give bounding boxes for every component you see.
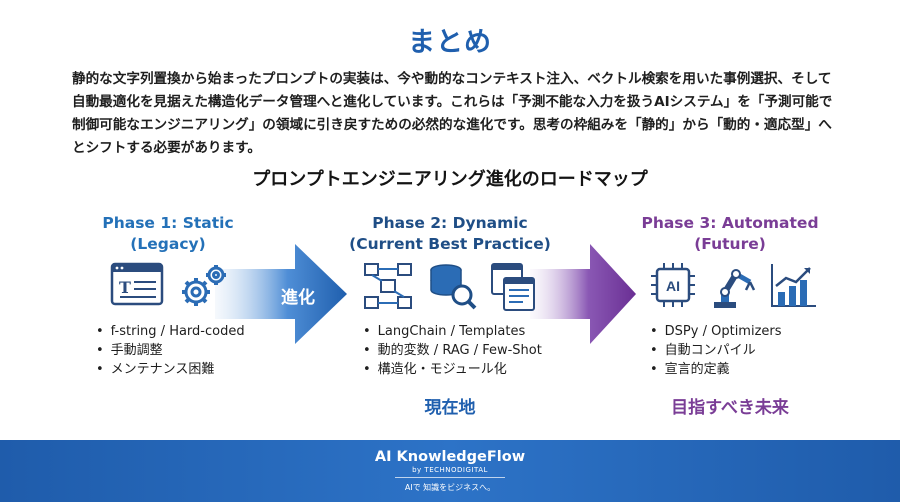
evolution-arrow-2: [530, 244, 636, 344]
list-item: 宣言的定義: [650, 360, 782, 379]
phase-2-features: LangChain / Templates 動的変数 / RAG / Few-S…: [363, 322, 542, 379]
phase-2-subtitle: (Current Best Practice): [349, 235, 551, 253]
brand-name: AI KnowledgeFlow: [374, 449, 526, 465]
svg-text:AI: AI: [666, 278, 680, 294]
evolution-arrow-1: [215, 244, 347, 344]
list-item: 構造化・モジュール化: [363, 360, 542, 379]
list-item: LangChain / Templates: [363, 322, 542, 341]
ai-chip-icon: AI: [651, 263, 695, 307]
page-title: まとめ: [408, 27, 492, 58]
gears-icon: [182, 265, 226, 306]
phase-1-subtitle: (Legacy): [130, 235, 206, 253]
phase-3-title: Phase 3: Automated: [641, 214, 819, 232]
text-editor-icon: T: [110, 262, 164, 306]
growth-chart-icon: [771, 264, 816, 307]
footer-banner: AI KnowledgeFlow by TECHNODIGITAL AIで 知識…: [0, 440, 900, 502]
list-item: メンテナンス困難: [96, 360, 245, 379]
footer-divider: [395, 477, 505, 478]
phase-1-features: f-string / Hard-coded 手動調整 メンテナンス困難: [96, 322, 245, 379]
phase-2-title: Phase 2: Dynamic: [372, 214, 528, 232]
list-item: 手動調整: [96, 341, 245, 360]
future-goal-label: 目指すべき未来: [671, 398, 789, 418]
phase-3-heading: Phase 3: Automated (Future): [610, 213, 850, 255]
list-item: DSPy / Optimizers: [650, 322, 782, 341]
phase-1-heading: Phase 1: Static (Legacy): [48, 213, 288, 255]
brand-slogan: AIで 知識をビジネスへ。: [404, 483, 496, 492]
list-item: 動的変数 / RAG / Few-Shot: [363, 341, 542, 360]
database-search-icon: [430, 264, 477, 310]
svg-text:T: T: [119, 278, 131, 297]
summary-paragraph: 静的な文字列置換から始まったプロンプトの実装は、今や動的なコンテキスト注入、ベク…: [72, 71, 833, 156]
roadmap-title: プロンプトエンジニアリング進化のロードマップ: [252, 169, 648, 190]
current-position-label: 現在地: [424, 398, 476, 418]
phase-1-title: Phase 1: Static: [102, 214, 234, 232]
templates-icon: [491, 263, 535, 311]
phase-3-subtitle: (Future): [694, 235, 766, 253]
phase-3-features: DSPy / Optimizers 自動コンパイル 宣言的定義: [650, 322, 782, 379]
workflow-icon: [364, 263, 412, 309]
list-item: 自動コンパイル: [650, 341, 782, 360]
list-item: f-string / Hard-coded: [96, 322, 245, 341]
phase-2-heading: Phase 2: Dynamic (Current Best Practice): [330, 213, 570, 255]
evolution-label: 進化: [281, 288, 315, 308]
brand-byline: by TECHNODIGITAL: [412, 466, 488, 474]
robot-arm-icon: [714, 269, 756, 308]
